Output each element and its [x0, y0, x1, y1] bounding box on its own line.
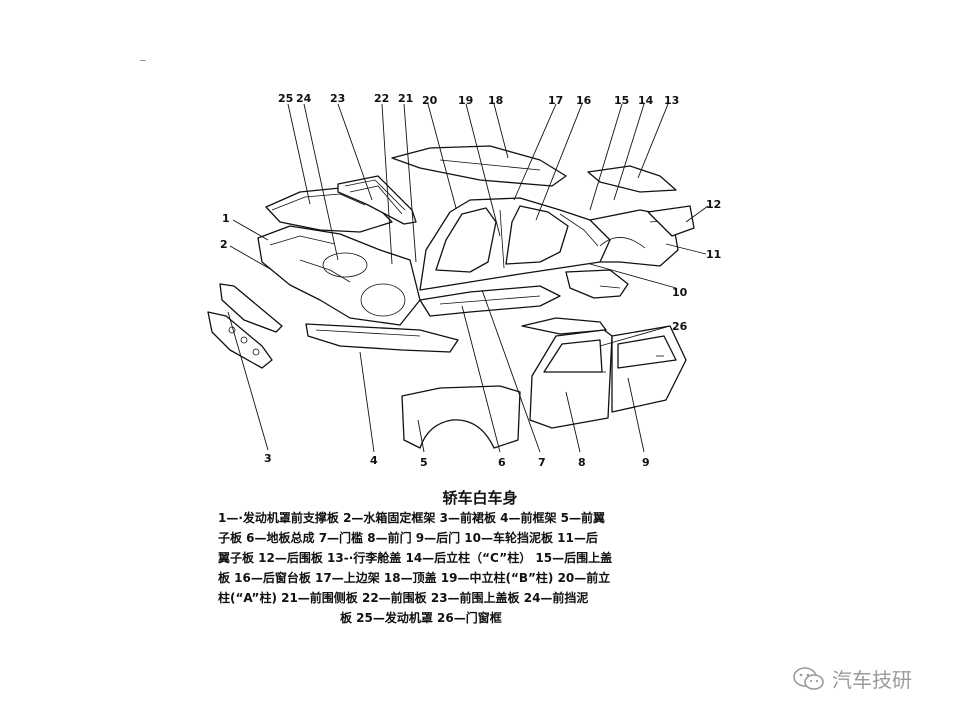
callout-1: 1 [222, 212, 230, 225]
callout-5: 5 [420, 456, 428, 469]
callout-22: 22 [374, 92, 389, 105]
callout-7: 7 [538, 456, 546, 469]
callout-numbers: 1 2 3 4 5 6 7 8 9 10 11 12 13 14 15 16 1… [220, 92, 721, 469]
legend-line: 板 25—发动机罩 26—门窗框 [340, 611, 502, 625]
diagram-caption: 轿车白车身 [442, 489, 518, 507]
leader-lines [227, 103, 709, 453]
door-frame-part [521, 317, 607, 335]
callout-23: 23 [330, 92, 345, 105]
callout-20: 20 [422, 94, 438, 107]
callout-10: 10 [672, 286, 688, 299]
watermark: 汽车技研 [792, 664, 912, 693]
front-frame-part [305, 323, 459, 353]
legend-line: 柱(“A”柱) 21—前围侧板 22—前围板 23—前围上盖板 24—前挡泥 [218, 591, 589, 605]
callout-19: 19 [458, 94, 473, 107]
legend-line: 翼子板 12—后围板 13-·行李舱盖 14—后立柱（“C”柱） 15—后围上盖 [218, 551, 613, 565]
wechat-icon [793, 666, 824, 690]
parts-legend: 1—·发动机罩前支撑板 2—水箱固定框架 3—前裙板 4—前框架 5—前翼 子板… [218, 508, 738, 628]
callout-25: 25 [278, 92, 293, 105]
callout-26: 26 [672, 320, 688, 333]
watermark-text: 汽车技研 [832, 668, 912, 692]
legend-line: 1—·发动机罩前支撑板 2—水箱固定框架 3—前裙板 4—前框架 5—前翼 [218, 511, 606, 525]
callout-18: 18 [488, 94, 503, 107]
body-shell [257, 197, 695, 326]
callout-17: 17 [548, 94, 563, 107]
callout-12: 12 [706, 198, 721, 211]
front-skirt-part [207, 283, 283, 369]
callout-15: 15 [614, 94, 629, 107]
callout-21: 21 [398, 92, 413, 105]
legend-line: 板 16—后窗台板 17—上边架 18—顶盖 19—中立柱(“B”柱) 20—前… [218, 571, 611, 585]
callout-9: 9 [642, 456, 650, 469]
stray-mark [140, 60, 146, 61]
roof-part [391, 145, 567, 187]
cowl-top-cover-part [337, 175, 417, 225]
doors-part [529, 325, 687, 429]
callout-2: 2 [220, 238, 228, 251]
callout-11: 11 [706, 248, 721, 261]
callout-3: 3 [264, 452, 272, 465]
callout-8: 8 [578, 456, 586, 469]
callout-16: 16 [576, 94, 592, 107]
callout-6: 6 [498, 456, 506, 469]
trunk-lid-part [587, 165, 677, 193]
front-fender-part [401, 385, 521, 449]
legend-line: 子板 6—地板总成 7—门槛 8—前门 9—后门 10—车轮挡泥板 11—后 [218, 531, 598, 545]
callout-4: 4 [370, 454, 378, 467]
callout-14: 14 [638, 94, 654, 107]
callout-24: 24 [296, 92, 312, 105]
callout-13: 13 [664, 94, 679, 107]
